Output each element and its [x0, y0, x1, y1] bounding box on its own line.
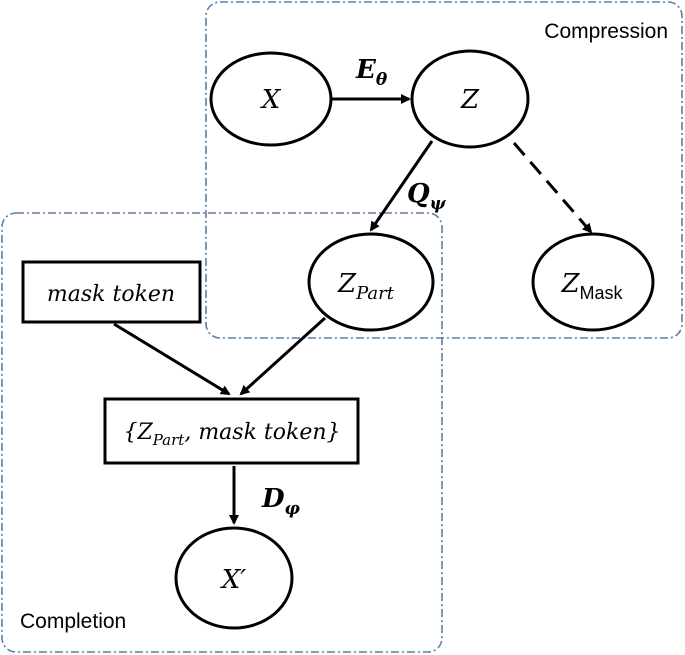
edge-label-encoder: Eθ — [355, 55, 388, 90]
node-x: X — [209, 51, 333, 147]
edge-mask-token-to-combined — [113, 322, 231, 396]
node-combined: {ZPart, mask token} — [103, 397, 360, 465]
node-z: Z — [410, 49, 530, 149]
edge-z-to-zpart — [369, 140, 434, 232]
node-mask-token: mask token — [21, 260, 202, 324]
edge-label-decoder: Dφ — [261, 484, 301, 519]
node-combined-open: {Z — [123, 420, 153, 445]
encoder-symbol: E — [355, 55, 377, 85]
completion-region — [1, 212, 443, 653]
encoder-subscript: θ — [376, 70, 388, 90]
node-z-label: Z — [460, 85, 480, 115]
node-z-part-subscript: Part — [355, 283, 395, 304]
node-z-mask-label: ZMask — [560, 269, 623, 303]
node-combined-label: {ZPart, mask token} — [123, 420, 340, 449]
quantizer-subscript: ψ — [430, 194, 447, 214]
edge-zpart-to-combined — [239, 316, 327, 396]
node-x-prime-label: X′ — [220, 565, 247, 595]
compression-label: Compression — [544, 20, 668, 43]
node-z-part-symbol: Z — [337, 269, 357, 299]
edge-z-to-zmask — [512, 142, 593, 234]
edge-label-quantizer: Qψ — [407, 179, 447, 214]
node-combined-rest: , mask token} — [184, 420, 340, 445]
decoder-symbol: D — [261, 484, 285, 514]
completion-label: Completion — [20, 610, 126, 633]
node-z-part-label: ZPart — [337, 269, 395, 304]
compression-region — [205, 1, 683, 339]
node-mask-token-label: mask token — [47, 282, 175, 307]
node-z-part: ZPart — [307, 232, 435, 332]
node-z-mask-subscript: Mask — [580, 283, 624, 303]
node-combined-subscript: Part — [152, 431, 186, 449]
node-z-mask-symbol: Z — [560, 269, 580, 299]
quantizer-symbol: Q — [407, 179, 430, 209]
node-z-mask: ZMask — [531, 232, 655, 332]
node-x-label: X — [260, 85, 282, 115]
node-x-prime: X′ — [174, 526, 294, 630]
decoder-subscript: φ — [285, 499, 301, 519]
